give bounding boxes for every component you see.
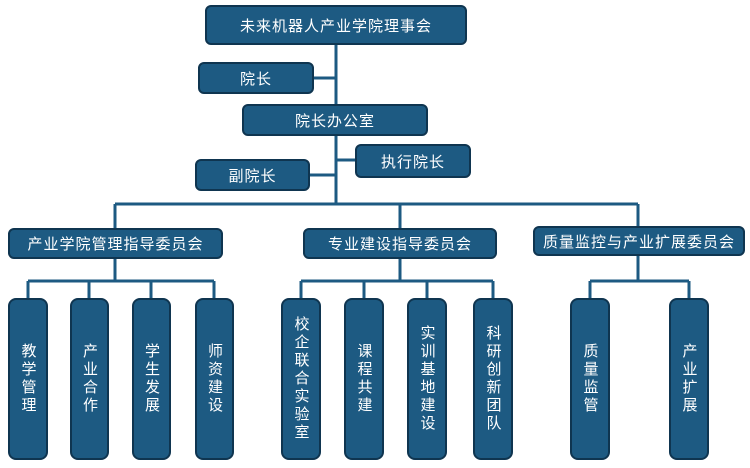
executive-president-label: 执行院长: [380, 152, 445, 171]
unit-teaching-management: 教学管理: [8, 298, 48, 460]
unit-joint-lab: 校企联合实验室: [281, 298, 321, 460]
unit-label: 学生发展: [143, 343, 161, 415]
unit-industry-expansion: 产业扩展: [669, 298, 709, 460]
unit-faculty-building: 师资建设: [195, 298, 234, 460]
unit-label: 教学管理: [19, 343, 38, 415]
unit-label: 实训基地建设: [418, 325, 437, 433]
president-box: 院长: [198, 62, 314, 94]
unit-research-team: 科研创新团队: [473, 298, 513, 460]
board-label: 未来机器人产业学院理事会: [239, 16, 432, 35]
vice-president-box: 副院长: [195, 159, 310, 191]
committee-label: 质量监控与产业扩展委员会: [542, 232, 735, 251]
unit-label: 课程共建: [355, 343, 374, 415]
committee-management: 产业学院管理指导委员会: [8, 228, 223, 259]
committee-quality-expansion: 质量监控与产业扩展委员会: [533, 226, 745, 256]
vice-president-label: 副院长: [228, 166, 277, 185]
unit-label: 校企联合实验室: [292, 316, 311, 442]
unit-course-co-construction: 课程共建: [344, 298, 384, 460]
unit-label: 科研创新团队: [484, 325, 503, 433]
unit-quality-supervision: 质量监管: [570, 298, 610, 460]
committee-major-construction: 专业建设指导委员会: [303, 228, 497, 259]
unit-student-development: 学生发展: [132, 298, 171, 460]
office-label: 院长办公室: [294, 111, 375, 130]
board-box: 未来机器人产业学院理事会: [205, 5, 467, 45]
president-label: 院长: [239, 69, 272, 88]
unit-label: 产业扩展: [680, 343, 699, 415]
committee-label: 产业学院管理指导委员会: [27, 235, 204, 253]
unit-label: 质量监管: [581, 343, 600, 415]
unit-label: 产业合作: [81, 343, 99, 415]
office-box: 院长办公室: [242, 104, 428, 136]
unit-training-base: 实训基地建设: [407, 298, 447, 460]
unit-label: 师资建设: [206, 343, 224, 415]
committee-label: 专业建设指导委员会: [327, 235, 472, 253]
executive-president-box: 执行院长: [355, 144, 471, 178]
unit-industry-cooperation: 产业合作: [70, 298, 109, 460]
